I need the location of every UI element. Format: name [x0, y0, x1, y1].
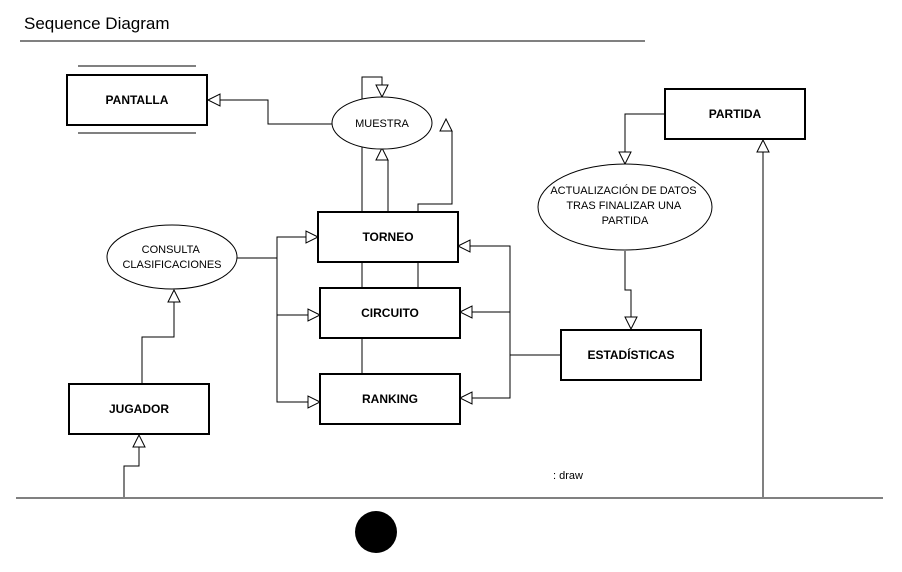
connector-actualizacion-estadisticas — [624, 251, 632, 317]
entity-partida: PARTIDA — [664, 88, 806, 140]
connector-consulta-circuito — [276, 258, 308, 316]
arrowhead-circuito-left — [307, 308, 322, 322]
connector-estadisticas-ranking — [472, 355, 511, 399]
connector-muestra-pantalla — [220, 99, 332, 125]
muestra-ellipse — [331, 96, 433, 150]
connector-consulta-ranking — [276, 315, 308, 403]
torneo-label: TORNEO — [362, 230, 413, 244]
connector-jugador-consulta — [141, 302, 175, 383]
entity-estadisticas: ESTADÍSTICAS — [560, 329, 702, 381]
jugador-label: JUGADOR — [109, 402, 169, 416]
muestra-label: MUESTRA — [355, 118, 409, 130]
actualizacion-line-1: ACTUALIZACIÓN DE DATOS — [550, 184, 696, 197]
process-muestra: MUESTRA — [331, 96, 433, 150]
estadisticas-label: ESTADÍSTICAS — [587, 347, 674, 362]
pantalla-box — [66, 74, 208, 126]
partida-box — [664, 88, 806, 140]
connector-consulta-torneo — [237, 236, 306, 259]
actualizacion-ellipse — [537, 163, 713, 251]
partida-label: PARTIDA — [709, 107, 762, 121]
consulta-label: CONSULTA CLASIFICACIONES — [122, 244, 221, 271]
consulta-line-1: CONSULTA — [142, 244, 201, 256]
muestra-line-1: MUESTRA — [355, 118, 409, 130]
jugador-box — [68, 383, 210, 435]
actualizacion-label: ACTUALIZACIÓN DE DATOS TRAS FINALIZAR UN… — [550, 184, 699, 227]
entity-circuito: CIRCUITO — [319, 287, 461, 339]
ranking-box — [319, 373, 461, 425]
actualizacion-line-3: PARTIDA — [602, 215, 649, 227]
connector-baseline-jugador — [123, 447, 140, 497]
entity-pantalla: PANTALLA — [66, 65, 208, 134]
arrowhead-partida — [756, 138, 770, 153]
arrowhead-circuito-right — [458, 305, 473, 319]
arrowhead-consulta — [167, 288, 181, 303]
connector-estadisticas-torneo — [470, 245, 561, 356]
consulta-line-2: CLASIFICACIONES — [122, 259, 221, 271]
arrowhead-muestra-top — [375, 84, 389, 99]
arrowhead-pantalla — [206, 93, 221, 107]
entity-ranking: RANKING — [319, 373, 461, 425]
arrowhead-torneo-left — [305, 230, 320, 244]
arrowhead-actualizacion — [618, 151, 632, 166]
arrowheads — [132, 84, 770, 448]
consulta-ellipse — [106, 224, 238, 290]
arrowhead-muestra-bottom — [375, 146, 389, 161]
connector-partida-actualizacion — [624, 113, 665, 152]
process-actualizacion: ACTUALIZACIÓN DE DATOS TRAS FINALIZAR UN… — [537, 163, 713, 251]
process-consulta: CONSULTA CLASIFICACIONES — [106, 224, 238, 290]
diagram-title: Sequence Diagram — [24, 14, 170, 33]
circuito-box — [319, 287, 461, 339]
arrowhead-ranking-left — [307, 395, 322, 409]
arrowhead-ranking-right — [458, 391, 473, 405]
estadisticas-box — [560, 329, 702, 381]
initial-node — [355, 511, 397, 553]
entity-jugador: JUGADOR — [68, 383, 210, 435]
actualizacion-line-2: TRAS FINALIZAR UNA — [566, 200, 682, 212]
arrowhead-jugador — [132, 433, 146, 448]
draw-note: : draw — [553, 470, 583, 482]
ranking-label: RANKING — [362, 392, 418, 406]
pantalla-label: PANTALLA — [106, 93, 169, 107]
connector-circuito-muestra — [417, 131, 453, 288]
torneo-box — [317, 211, 459, 263]
circuito-label: CIRCUITO — [361, 306, 419, 320]
arrowhead-torneo-right — [456, 239, 471, 253]
entity-torneo: TORNEO — [317, 211, 459, 263]
arrowhead-muestra-right — [439, 117, 453, 132]
arrowhead-estadisticas — [624, 316, 638, 331]
